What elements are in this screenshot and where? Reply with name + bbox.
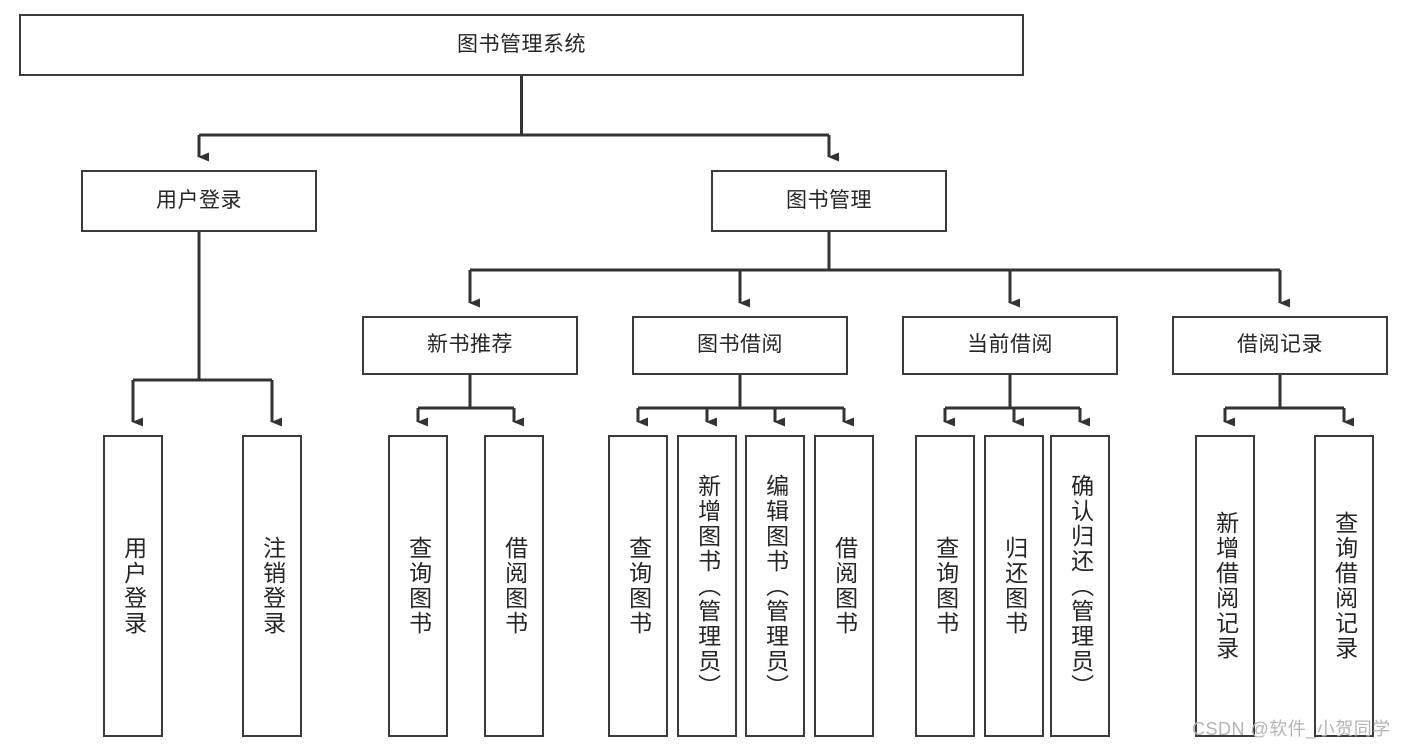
node-current-borrow-label: 当前借阅 bbox=[967, 333, 1053, 357]
node-leaf-query-book-3[interactable]: 查询图书 bbox=[915, 435, 975, 737]
node-leaf-edit-book-label: 编辑图书（管理员） bbox=[762, 473, 789, 699]
edge-group-current-borrow bbox=[943, 375, 1090, 427]
node-leaf-add-book[interactable]: 新增图书（管理员） bbox=[677, 435, 737, 737]
node-leaf-user-login-label: 用户登录 bbox=[120, 536, 147, 636]
watermark-text: CSDN @软件_小贺同学 bbox=[1192, 719, 1391, 739]
node-leaf-logout-label: 注销登录 bbox=[259, 536, 286, 636]
node-leaf-confirm-return[interactable]: 确认归还（管理员） bbox=[1050, 435, 1110, 737]
edge-group-book-manage bbox=[468, 232, 1290, 308]
node-new-book-recommend[interactable]: 新书推荐 bbox=[362, 316, 578, 375]
node-leaf-borrow-book-1-label: 借阅图书 bbox=[501, 536, 528, 636]
node-leaf-return-book[interactable]: 归还图书 bbox=[984, 435, 1044, 737]
node-book-borrow-label: 图书借阅 bbox=[697, 333, 783, 357]
node-book-manage-label: 图书管理 bbox=[786, 188, 872, 212]
node-book-borrow[interactable]: 图书借阅 bbox=[632, 316, 848, 375]
node-leaf-query-borrow-record[interactable]: 查询借阅记录 bbox=[1314, 435, 1374, 737]
node-root-label: 图书管理系统 bbox=[457, 32, 586, 56]
node-new-book-recommend-label: 新书推荐 bbox=[427, 333, 513, 357]
edge-group-root bbox=[197, 76, 839, 162]
node-leaf-add-borrow-record[interactable]: 新增借阅记录 bbox=[1195, 435, 1255, 737]
node-leaf-query-book-2-label: 查询图书 bbox=[625, 536, 652, 636]
node-leaf-query-book-1[interactable]: 查询图书 bbox=[388, 435, 448, 737]
node-leaf-add-borrow-record-label: 新增借阅记录 bbox=[1212, 511, 1239, 661]
node-leaf-query-book-1-label: 查询图书 bbox=[405, 536, 432, 636]
node-borrow-record[interactable]: 借阅记录 bbox=[1172, 316, 1388, 375]
node-leaf-confirm-return-label: 确认归还（管理员） bbox=[1067, 473, 1094, 699]
node-root[interactable]: 图书管理系统 bbox=[19, 14, 1024, 76]
node-leaf-user-login[interactable]: 用户登录 bbox=[103, 435, 163, 737]
node-leaf-borrow-book-2[interactable]: 借阅图书 bbox=[814, 435, 874, 737]
node-user-login[interactable]: 用户登录 bbox=[81, 170, 317, 232]
edge-group-new-book-rec bbox=[416, 375, 524, 427]
edge-group-user-login bbox=[131, 232, 282, 427]
edge-group-book-borrow bbox=[636, 375, 854, 427]
node-user-login-label: 用户登录 bbox=[156, 188, 242, 212]
node-leaf-query-book-3-label: 查询图书 bbox=[932, 536, 959, 636]
node-borrow-record-label: 借阅记录 bbox=[1237, 333, 1323, 357]
node-leaf-borrow-book-1[interactable]: 借阅图书 bbox=[484, 435, 544, 737]
node-current-borrow[interactable]: 当前借阅 bbox=[902, 316, 1118, 375]
node-leaf-return-book-label: 归还图书 bbox=[1001, 536, 1028, 636]
node-leaf-add-book-label: 新增图书（管理员） bbox=[694, 473, 721, 699]
node-leaf-query-book-2[interactable]: 查询图书 bbox=[608, 435, 668, 737]
node-leaf-query-borrow-record-label: 查询借阅记录 bbox=[1331, 511, 1358, 661]
node-leaf-edit-book[interactable]: 编辑图书（管理员） bbox=[745, 435, 805, 737]
edge-group-borrow-record bbox=[1223, 375, 1354, 427]
node-leaf-logout[interactable]: 注销登录 bbox=[242, 435, 302, 737]
node-leaf-borrow-book-2-label: 借阅图书 bbox=[831, 536, 858, 636]
node-book-manage[interactable]: 图书管理 bbox=[711, 170, 947, 232]
